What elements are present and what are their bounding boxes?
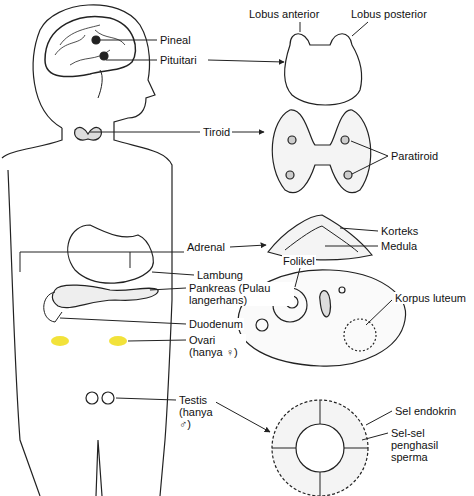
part-label: Lambung	[196, 269, 244, 281]
part-label: Korteks	[380, 225, 419, 237]
part-label: Pankreas (Pulau langerhans)	[188, 282, 294, 306]
part-label: Sel endokrin	[394, 405, 457, 417]
part-label: Pituitari	[159, 54, 198, 66]
part-label: Adrenal	[186, 241, 226, 253]
part-label: Medula	[380, 240, 418, 252]
part-label: Lobus anterior	[248, 8, 320, 20]
part-label: Sel-sel penghasil sperma	[390, 427, 452, 463]
part-label: Korpus luteum	[394, 292, 467, 304]
part-label: Paratiroid	[390, 150, 439, 162]
part-label: Folikel	[282, 255, 316, 267]
part-label: Duodenum	[188, 318, 244, 330]
part-label: Tiroid	[202, 126, 231, 138]
part-label: Pineal	[159, 34, 192, 46]
part-label: Ovari (hanya ♀)	[188, 334, 246, 358]
part-label: Testis (hanya ♂)	[178, 394, 216, 430]
part-label: Lobus posterior	[350, 8, 428, 20]
